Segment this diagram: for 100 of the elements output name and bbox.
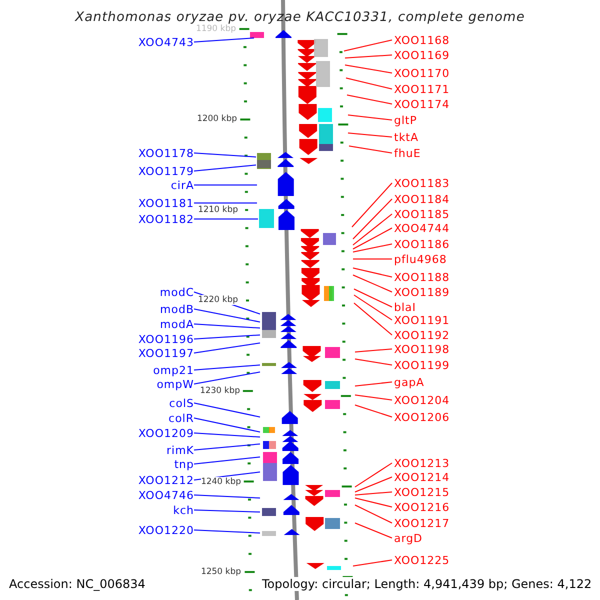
scale-label: 1240 kbp <box>200 477 241 487</box>
gene-label: tktA <box>394 130 419 144</box>
leader-line <box>194 324 260 328</box>
gene-label: XOO1206 <box>394 410 450 424</box>
leader-line <box>194 530 260 534</box>
gene-label: XOO1174 <box>394 98 450 110</box>
leader-line <box>194 334 260 340</box>
leader-line <box>352 214 392 246</box>
leader-line <box>194 372 260 384</box>
leader-line <box>352 258 392 260</box>
leader-line <box>354 358 392 366</box>
leader-line <box>354 492 392 496</box>
leader-line <box>352 274 392 292</box>
scale-label: 1190 kbp <box>196 24 236 34</box>
scale-label: 1220 kbp <box>198 295 238 305</box>
gene-label: XOO1171 <box>394 82 450 96</box>
gene-label: XOO1170 <box>394 66 450 80</box>
gene-label: XOO4743 <box>138 36 194 48</box>
leader-line <box>194 444 260 450</box>
leader-line <box>354 522 392 538</box>
leader-line <box>194 364 260 370</box>
gene-label: tnp <box>174 458 194 470</box>
gene-label: XOO1168 <box>394 34 450 46</box>
gene-label: XOO1220 <box>138 524 194 536</box>
leader-line <box>194 152 256 158</box>
leader-line <box>344 40 392 52</box>
accession-text: Accession: NC_006834 <box>9 577 146 591</box>
gene-label: omp21 <box>153 364 194 376</box>
gene-label: XOO1209 <box>138 426 194 440</box>
leader-line <box>354 288 392 308</box>
gene-label: modC <box>160 286 194 298</box>
scale-label: 1250 kbp <box>200 567 241 577</box>
gene-label: XOO1196 <box>138 332 194 346</box>
leader-line <box>194 342 260 354</box>
gene-label: XOO1225 <box>394 554 450 566</box>
gene-label: kch <box>173 504 194 516</box>
leader-line <box>194 202 258 204</box>
leader-line <box>344 54 392 58</box>
leader-line <box>346 78 392 90</box>
gene-label: colS <box>169 396 194 410</box>
gene-label: rimK <box>166 444 194 456</box>
gene-label: XOO1197 <box>138 346 194 360</box>
leader-line <box>354 348 392 352</box>
leader-line <box>346 94 392 104</box>
gene-label: XOO1213 <box>394 456 450 470</box>
leader-line <box>194 456 260 464</box>
gene-label: XOO1183 <box>394 176 450 190</box>
leader-line <box>348 114 392 120</box>
leader-line <box>348 132 392 138</box>
gene-label: XOO4744 <box>394 222 450 234</box>
leader-line <box>354 504 392 524</box>
leader-line <box>194 402 260 418</box>
gene-label: XOO1186 <box>394 238 450 250</box>
scale-label: 1210 kbp <box>198 205 238 215</box>
leader-line <box>352 228 392 250</box>
leader-line <box>194 184 258 186</box>
leader-line <box>354 394 392 400</box>
gene-label: XOO1212 <box>138 474 194 486</box>
leader-line <box>354 294 392 320</box>
gene-label: ompW <box>156 378 194 390</box>
gene-label: XOO1214 <box>394 470 450 484</box>
leader-line <box>194 218 258 220</box>
scale-label: 1230 kbp <box>200 386 240 396</box>
leader-line <box>352 560 392 566</box>
leader-line <box>354 404 392 418</box>
leader-line <box>194 510 260 512</box>
gene-label: modA <box>160 318 194 330</box>
leader-line <box>194 418 260 432</box>
gene-label: XOO1188 <box>394 270 450 284</box>
leader-line <box>194 494 260 498</box>
gene-label: XOO1179 <box>138 164 194 178</box>
gene-label: XOO1185 <box>394 208 450 220</box>
leader-line <box>348 146 392 154</box>
gene-label: XOO1184 <box>394 192 450 206</box>
gene-label: argD <box>394 532 423 544</box>
gene-label: XOO1198 <box>394 342 450 356</box>
genome-title: Xanthomonas oryzae pv. oryzae KACC10331, complete genome <box>74 10 526 25</box>
gene-label: XOO1178 <box>138 146 194 160</box>
gene-label: fhuE <box>394 146 421 160</box>
gene-label: blaI <box>394 300 416 314</box>
gene-label: pflu4968 <box>394 252 447 266</box>
leader-line <box>352 198 392 240</box>
gene-label: XOO1191 <box>394 314 450 326</box>
gene-label: XOO4746 <box>138 488 194 502</box>
gene-label: XOO1182 <box>138 212 194 226</box>
leader-line <box>194 432 260 438</box>
gene-label: gltP <box>394 114 417 126</box>
gene-label: gapA <box>394 376 424 388</box>
gene-label: colR <box>168 412 194 424</box>
leader-line <box>352 268 392 278</box>
genome-stats-text: Topology: circular; Length: 4,941,439 bp; Genes: 4,122 <box>262 577 592 591</box>
leader-line <box>354 498 392 508</box>
leader-line <box>194 164 256 172</box>
leader-line <box>354 476 392 492</box>
gene-label: XOO1189 <box>394 286 450 298</box>
gene-label: XOO1181 <box>138 196 194 210</box>
gene-label: XOO1216 <box>394 500 450 514</box>
leader-line <box>194 38 254 42</box>
leader-line <box>354 462 392 488</box>
scale-label: 1200 kbp <box>196 114 237 124</box>
